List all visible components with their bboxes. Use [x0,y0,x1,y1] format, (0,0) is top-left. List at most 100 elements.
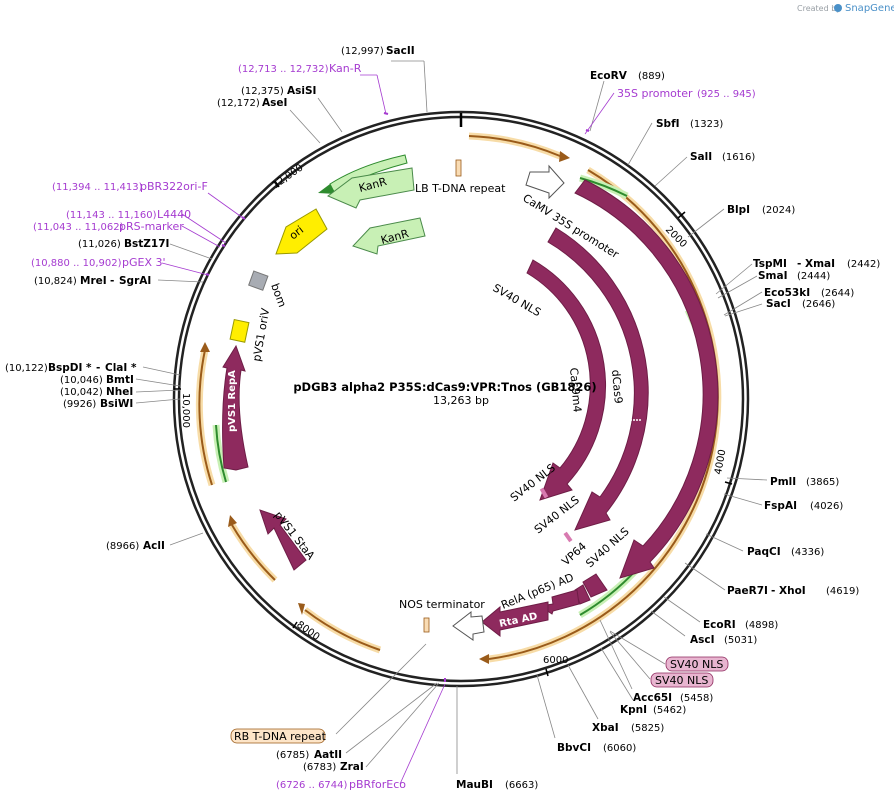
site-pos-sali: (1616) [722,152,755,163]
site-smai: SmaI [758,270,788,282]
label-nos: NOS terminator [399,598,485,611]
sv40-nls-box-2 [650,672,714,688]
site-pos-sbfi: (1323) [690,119,723,130]
site-pos-bbvci: (6060) [603,743,636,754]
site-pos-nhei: (10,042) [60,387,103,398]
site-acli: AclI [143,540,165,552]
label-lb-tdna: LB T-DNA repeat [415,182,506,195]
rb-tdna-box [230,728,326,744]
site-pos-saci: (2646) [802,299,835,310]
site-paqci: PaqCI [747,546,781,558]
label-bom: bom [268,282,289,309]
primer-markers [205,112,590,682]
site-pos-tspmi: (2442) [847,259,880,270]
primer-prs-marker: pRS-marker [119,220,184,233]
plasmid-size: 13,263 bp [433,394,489,407]
site-aatii: AatII [314,749,342,761]
site-xmai: XmaI [805,258,835,270]
site-saci: SacI [766,298,791,310]
site-pmli: PmlI [770,476,796,488]
feature-cas9m4 [526,259,607,501]
feature-bom [248,270,269,291]
primer-range-pbr322ori: (11,394 .. 11,413) [52,182,143,193]
orf-arrowhead [200,342,210,352]
primer-range-pbrforeco: (6726 .. 6744) [276,780,348,791]
site-pos-bstz17i: (11,026) [78,239,121,250]
orf-arrowhead [298,603,305,615]
feature-pvs1-staa [259,509,307,571]
primer-range-35s: (925 .. 945) [697,89,756,100]
site-bspdi: BspDI * [48,362,92,374]
site-mrei: MreI [80,275,107,287]
site-asisi: AsiSI [287,85,316,97]
orf-arrowhead [228,515,237,527]
site-pos-paqci: (4336) [791,547,824,558]
site-xhoi: XhoI [779,585,806,597]
site-pos-zrai: (6783) [303,762,336,773]
site-bbvci: BbvCI [557,742,591,754]
orf-arrowhead [559,151,570,162]
plasmid-name: pDGB3 alpha2 P35S:dCas9:VPR:Tnos (GB1826… [293,380,596,394]
site-pos-ecorv: (889) [638,71,665,82]
site-pos-mrei: (10,824) [34,276,77,287]
feature-rta [481,601,549,638]
site-clai: ClaI * [105,362,137,374]
feature-dcas9 [547,227,649,531]
tick-label-6000: 6000 [543,655,568,666]
site-pos-ecori: (4898) [745,620,778,631]
tick-label-10000: 10,000 [180,393,191,428]
site-ecorv: EcoRV [590,70,628,82]
site-bmti: BmtI [106,374,134,386]
site-pos-acc65i: (5458) [680,693,713,704]
site-pos-xbai: (5825) [631,723,664,734]
label-dcas9: dCas9 [609,369,625,404]
site-pos-kpni: (5462) [653,705,686,716]
site-fspai: FspAI [764,500,797,512]
site-nhei: NheI [106,386,133,398]
tick-label-12000: 12,000 [270,162,305,191]
primer-pgex: pGEX 3' [122,256,166,269]
tick-marks [174,180,733,677]
feature-lb-tdna [455,159,462,177]
site-pos-bmti: (10,046) [60,375,103,386]
site-pos-maubi: (6663) [505,780,538,791]
brand-text: SnapGene [845,3,894,14]
label-pvs1-repa: pVS1 RepA [227,370,238,432]
site-pos-pmli: (3865) [806,477,839,488]
site-pos-blpi: (2024) [762,205,795,216]
feature-pvs1-oriv [229,318,250,343]
site-zrai: ZraI [340,761,364,773]
primer-range-kanr: (12,713 .. 12,732) [238,64,329,75]
primer-range-pgex: (10,880 .. 10,902) [31,258,122,269]
primer-pbr322ori: pBR322ori-F [140,180,208,193]
site-ecori: EcoRI [703,619,736,631]
tick-label-4000: 4000 [713,449,728,476]
site-asei: AseI [262,97,287,109]
primer-35s: 35S promoter [617,87,693,100]
site-tspmi: TspMI [753,258,787,270]
site-bsiwi: BsiWI [100,398,133,410]
credit-text: Created by [797,4,841,13]
site-pos-paer7i: (4619) [826,586,859,597]
site-bspdi-sep: - [96,362,100,374]
site-sali: SalI [690,151,712,163]
site-kpni: KpnI [620,704,647,716]
site-pos-smai: (2444) [797,271,830,282]
label-sv40-nls-c: SV40 NLS [583,525,631,570]
primer-range-l4440: (11,143 .. 11,160) [66,210,157,221]
site-pos-asci: (5031) [724,635,757,646]
label-cas9: Cas9 [677,334,690,362]
primer-l4440: L4440 [157,208,191,221]
site-pos-bsiwi: (9926) [63,399,96,410]
feature-pvs1-repa [222,344,249,471]
site-pos-fspai: (4026) [810,501,843,512]
site-mrei-sep: - [110,275,114,287]
site-sgrai: SgrAI [119,275,151,287]
label-sv40-nls-box-2: SV40 NLS [655,674,708,687]
site-pos-acli: (8966) [106,541,139,552]
site-pos-bspdi: (10,122) [5,363,48,374]
backbone-outer [172,110,750,688]
label-sv40-nls-box-1: SV40 NLS [670,658,723,671]
site-acc65i: Acc65I [633,692,672,704]
